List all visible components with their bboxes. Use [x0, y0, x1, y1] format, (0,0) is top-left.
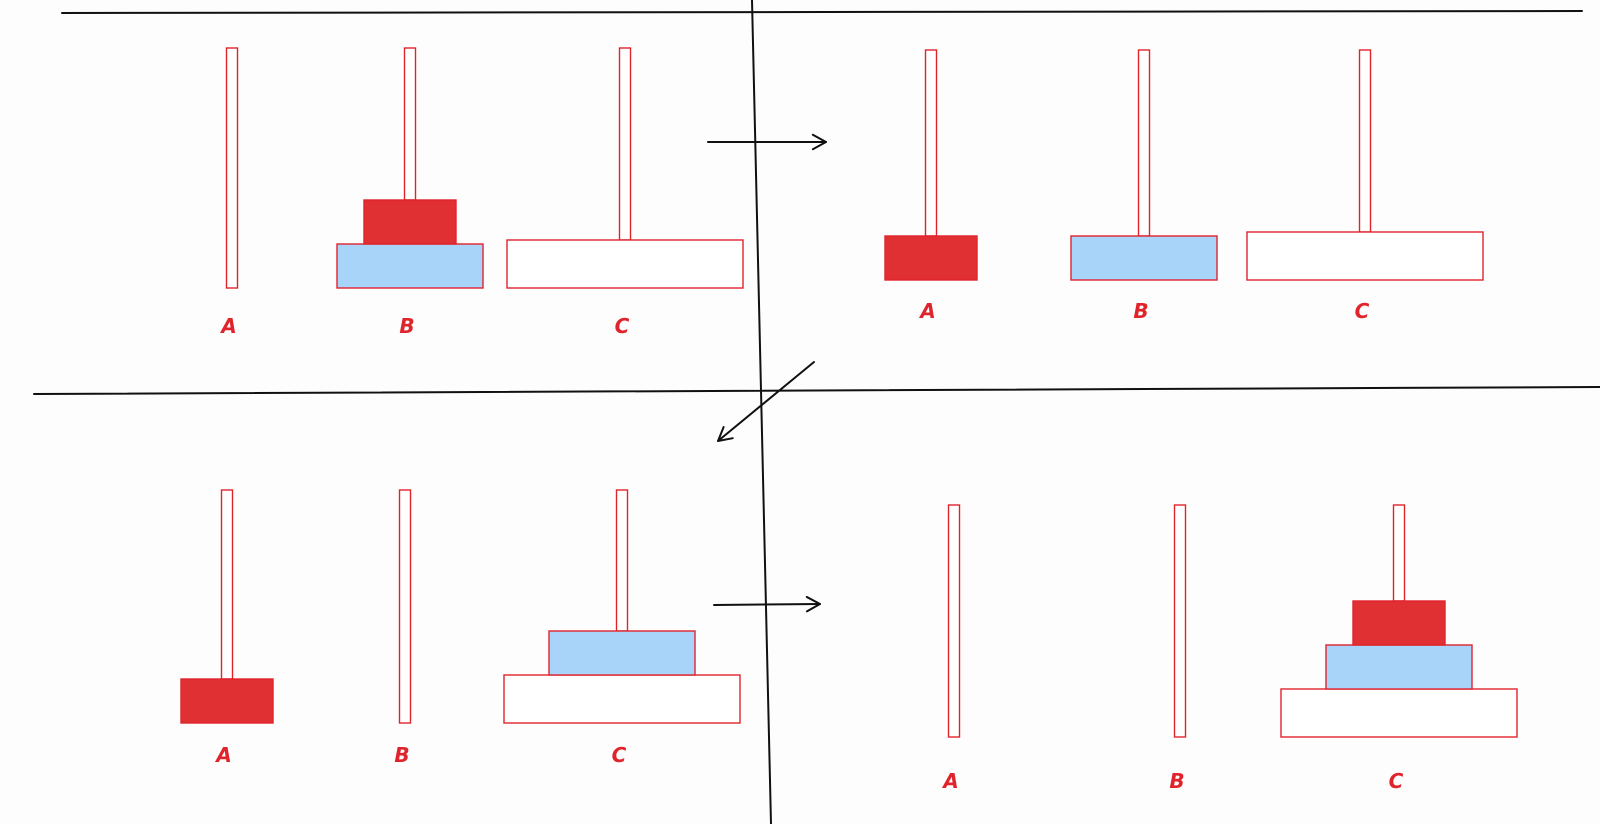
arrow-head — [805, 595, 821, 613]
arrow-down-left-icon — [717, 361, 815, 442]
small-disk — [180, 678, 274, 724]
peg-c-rod — [1358, 49, 1372, 233]
peg-c-label: C — [1389, 769, 1404, 793]
peg-a-group: A — [941, 504, 961, 793]
medium-disk — [336, 243, 484, 289]
peg-b-group: B — [336, 47, 484, 338]
peg-b-rod — [398, 489, 412, 724]
peg-b-rod — [1137, 49, 1151, 237]
peg-a-rod — [220, 489, 234, 680]
state-3-panel: A B C — [180, 489, 741, 767]
small-disk — [1352, 600, 1446, 646]
vertical-divider-line — [751, 0, 772, 824]
peg-b-group: B — [1169, 504, 1187, 793]
peg-a-label: A — [219, 314, 236, 338]
peg-a-label: A — [214, 743, 231, 767]
peg-c-label: C — [615, 314, 630, 338]
small-disk — [884, 235, 978, 281]
arrow-head — [717, 426, 734, 442]
peg-b-rod — [403, 47, 417, 201]
arrow-shaft — [717, 361, 815, 442]
peg-b-group: B — [1070, 49, 1218, 323]
peg-a-label: A — [941, 769, 958, 793]
peg-c-group: C — [1246, 49, 1484, 323]
peg-c-group: C — [506, 47, 744, 338]
peg-a-rod — [947, 504, 961, 738]
medium-disk — [1070, 235, 1218, 281]
peg-b-label: B — [399, 314, 414, 338]
top-border-line — [61, 10, 1583, 14]
arrow-right-icon — [713, 595, 821, 613]
peg-a-group: A — [219, 47, 239, 338]
divider-layer — [33, 0, 1600, 824]
state-layer: A B C A B C A B C A B C — [180, 47, 1518, 793]
large-disk — [1246, 231, 1484, 281]
large-disk — [506, 239, 744, 289]
state-2-panel: A B C — [884, 49, 1484, 323]
peg-b-rod — [1173, 504, 1187, 738]
peg-c-label: C — [612, 743, 627, 767]
medium-disk — [1325, 644, 1473, 690]
arrow-right-icon — [707, 133, 827, 151]
large-disk — [1280, 688, 1518, 738]
peg-a-group: A — [180, 489, 274, 767]
peg-a-label: A — [918, 299, 935, 323]
peg-c-rod — [618, 47, 632, 241]
peg-c-label: C — [1355, 299, 1370, 323]
arrow-layer — [707, 133, 827, 613]
peg-c-rod — [615, 489, 629, 632]
peg-b-label: B — [1133, 299, 1148, 323]
peg-c-rod — [1392, 504, 1406, 602]
peg-c-group: C — [503, 489, 741, 767]
peg-b-group: B — [394, 489, 412, 767]
medium-disk — [548, 630, 696, 676]
peg-b-label: B — [1169, 769, 1184, 793]
peg-b-label: B — [394, 743, 409, 767]
large-disk — [503, 674, 741, 724]
peg-a-rod — [225, 47, 239, 289]
state-1-panel: A B C — [219, 47, 744, 338]
horizontal-divider-line — [33, 386, 1600, 395]
state-4-panel: A B C — [941, 504, 1518, 793]
arrow-shaft — [713, 603, 821, 606]
peg-a-rod — [924, 49, 938, 237]
peg-a-group: A — [884, 49, 978, 323]
arrow-head — [811, 133, 827, 151]
small-disk — [363, 199, 457, 245]
peg-c-group: C — [1280, 504, 1518, 793]
